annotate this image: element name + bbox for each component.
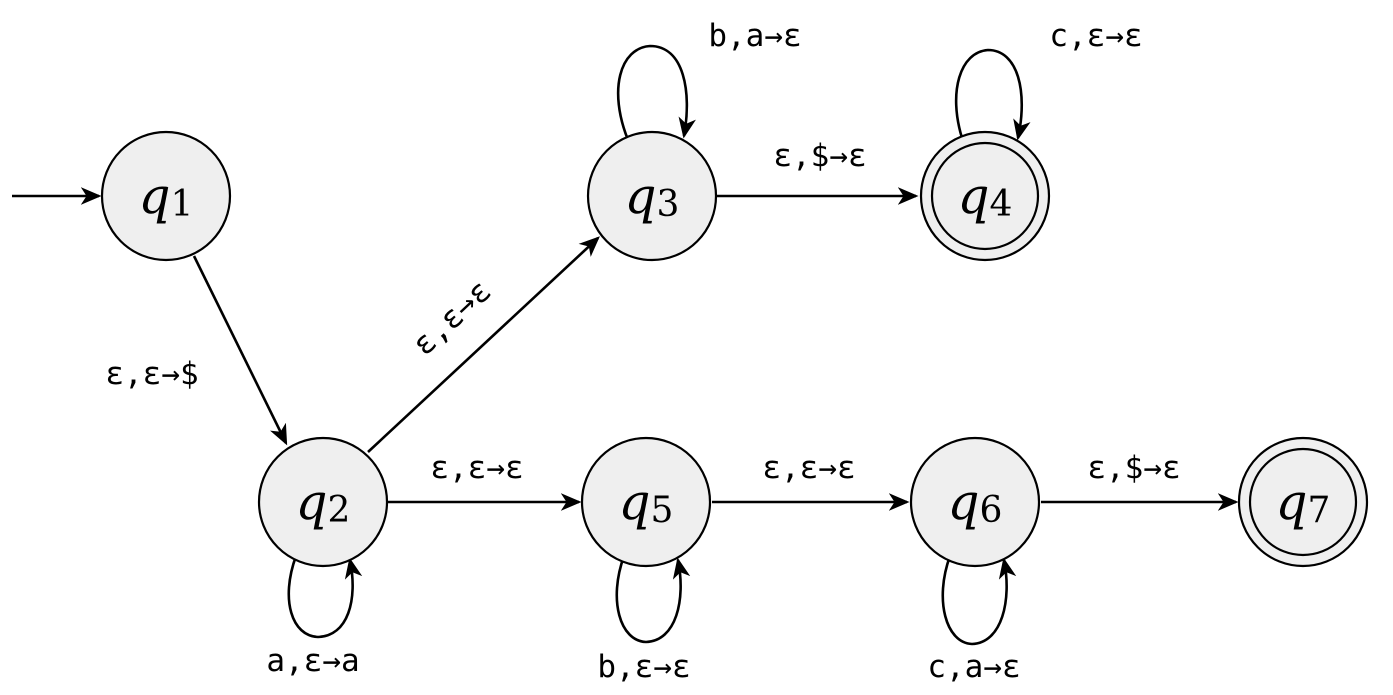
svg-text:q5: q5 <box>619 473 674 531</box>
edge-q1-q2 <box>192 255 288 446</box>
label-q3-q4: ε,$→ε <box>773 138 866 174</box>
svg-text:q4: q4 <box>958 167 1013 225</box>
label-q2-q3: ε,ε→ε <box>406 273 499 363</box>
label-q3-loop: b,a→ε <box>708 18 801 54</box>
svg-text:q2: q2 <box>296 473 351 531</box>
loop-q4 <box>954 48 1031 141</box>
label-q5-loop: b,ε→ε <box>597 649 690 685</box>
state-q4: q4 <box>919 130 1051 262</box>
state-q1: q1 <box>100 130 232 262</box>
state-q2: q2 <box>257 436 389 568</box>
edge-q2-q3 <box>367 236 600 453</box>
state-q5: q5 <box>580 436 712 568</box>
label-q6-loop: c,a→ε <box>927 649 1020 685</box>
label-q4-loop: c,ε→ε <box>1049 18 1142 54</box>
svg-text:q7: q7 <box>1276 473 1331 531</box>
label-q2-loop: a,ε→a <box>266 643 359 679</box>
loop-q2 <box>287 555 363 639</box>
loop-q5 <box>615 555 691 644</box>
label-q6-q7: ε,$→ε <box>1087 450 1180 486</box>
label-q5-q6: ε,ε→ε <box>762 450 855 486</box>
loop-q6 <box>941 555 1017 646</box>
svg-text:q1: q1 <box>139 167 194 225</box>
label-q1-q2: ε,ε→$ <box>105 356 198 392</box>
state-q3: q3 <box>586 130 718 262</box>
state-q6: q6 <box>909 436 1041 568</box>
svg-text:q6: q6 <box>948 473 1003 531</box>
state-q7: q7 <box>1237 436 1369 568</box>
label-q2-q5: ε,ε→ε <box>430 450 523 486</box>
svg-text:q3: q3 <box>625 167 680 225</box>
loop-q3 <box>616 44 696 141</box>
